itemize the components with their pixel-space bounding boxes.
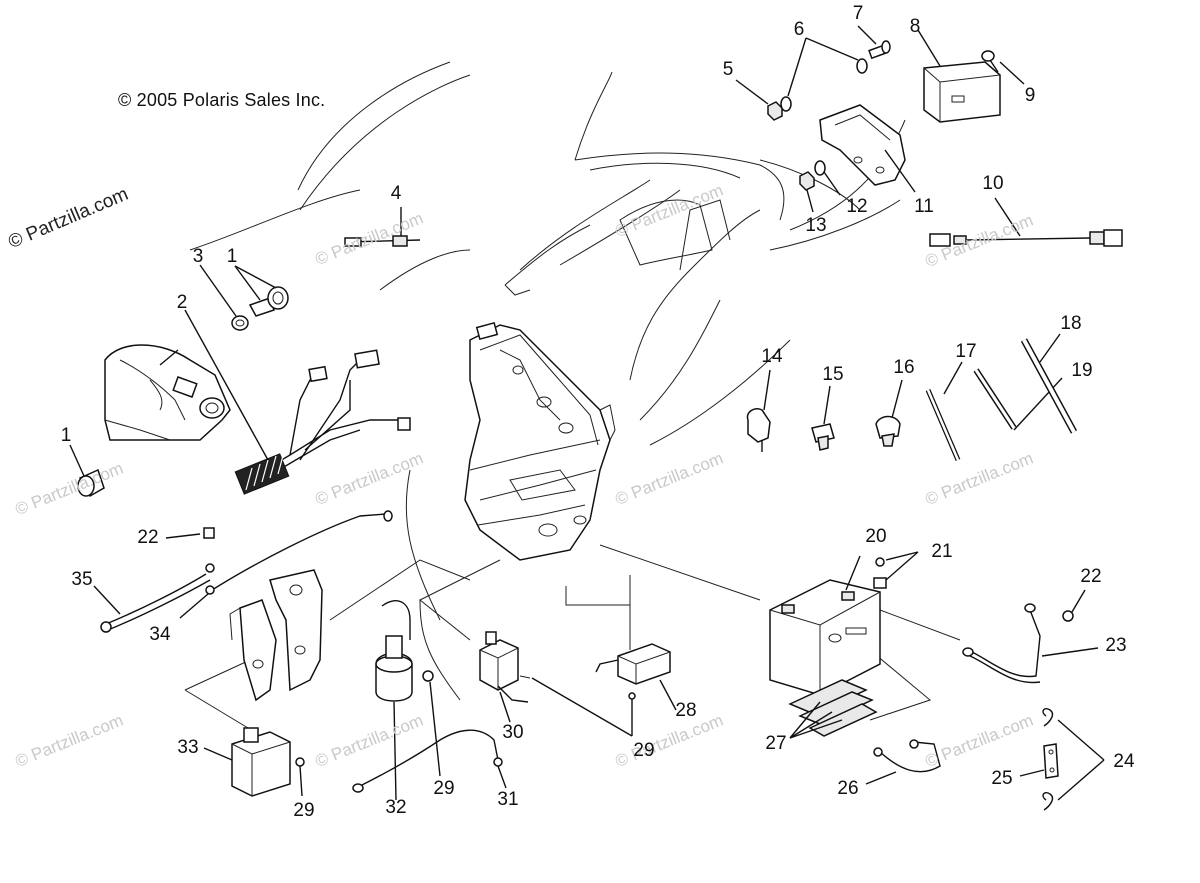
callout-32: 32 (385, 797, 407, 818)
cable-23 (962, 603, 1099, 684)
part-4-wire (344, 207, 421, 247)
nut-13 (799, 171, 815, 213)
screw-9 (981, 50, 1025, 85)
frame (464, 321, 616, 561)
callout-27: 27 (765, 733, 787, 754)
callout-30: 30 (502, 722, 524, 743)
washer-12 (814, 160, 841, 196)
callout-18: 18 (1060, 313, 1082, 334)
callout-29: 29 (633, 740, 655, 761)
bolt-7 (857, 25, 891, 60)
module-28 (595, 643, 677, 711)
callout-24: 24 (1113, 751, 1135, 772)
screw-22-left (165, 527, 215, 539)
callout-29: 29 (293, 800, 315, 821)
callout-17: 17 (955, 341, 977, 362)
headlight-housing (104, 344, 231, 441)
callout-29: 29 (433, 778, 455, 799)
callout-22: 22 (137, 527, 159, 548)
callout-13: 13 (805, 215, 827, 236)
taillight-8 (917, 29, 1001, 123)
callout-8: 8 (909, 16, 921, 37)
coil-32 (375, 600, 413, 801)
callout-21: 21 (931, 541, 953, 562)
callout-1: 1 (60, 425, 72, 446)
copyright-notice: © 2005 Polaris Sales Inc. (118, 90, 326, 110)
part-14-clip (746, 369, 771, 452)
cable-35 (93, 563, 215, 633)
callout-14: 14 (761, 346, 783, 367)
callout-3: 3 (192, 246, 204, 267)
fastener-5 (735, 79, 783, 121)
callout-6: 6 (793, 19, 805, 40)
bracket-11 (819, 104, 916, 193)
callout-28: 28 (675, 700, 697, 721)
callout-10: 10 (982, 173, 1004, 194)
callout-2: 2 (176, 292, 188, 313)
callout-22: 22 (1080, 566, 1102, 587)
strap-18 (1020, 333, 1078, 434)
cable-26 (865, 739, 941, 785)
callout-12: 12 (846, 196, 868, 217)
hooks-24 (1042, 707, 1105, 811)
callout-11: 11 (914, 196, 934, 217)
callout-16: 16 (893, 357, 915, 378)
callout-26: 26 (837, 778, 859, 799)
callout-7: 7 (852, 3, 864, 24)
callout-33: 33 (177, 737, 199, 758)
leader-lines (184, 544, 961, 729)
part-2-harness (184, 309, 411, 495)
mount-bracket (229, 569, 323, 702)
callout-19: 19 (1071, 360, 1093, 381)
callout-31: 31 (497, 789, 519, 810)
plate-25 (1019, 743, 1059, 779)
callout-15: 15 (822, 364, 844, 385)
relay-30 (479, 631, 529, 723)
callout-34: 34 (149, 624, 171, 645)
strap-19 (973, 368, 1063, 431)
part-1-bulb-left (69, 444, 105, 498)
callout-9: 9 (1024, 85, 1036, 106)
screws-29 (295, 670, 636, 797)
callout-35: 35 (71, 569, 93, 590)
callout-20: 20 (865, 526, 887, 547)
body-outline (189, 61, 906, 701)
cable-34 (179, 510, 393, 619)
callout-1: 1 (226, 246, 238, 267)
callout-4: 4 (390, 183, 402, 204)
part-16-clip (875, 379, 903, 447)
terminal-21 (873, 551, 919, 589)
callout-25: 25 (991, 768, 1013, 789)
battery-20 (769, 555, 881, 696)
cdi-33 (203, 727, 291, 797)
screw-22-right (1062, 589, 1086, 622)
washer-6 (780, 37, 868, 112)
harness-10 (929, 197, 1123, 247)
cable-31 (352, 729, 507, 793)
callout-23: 23 (1105, 635, 1127, 656)
pads-27 (788, 679, 878, 739)
callout-5: 5 (722, 59, 734, 80)
part-1-socket (234, 265, 289, 317)
part-3-grommet (199, 264, 249, 331)
part-15-clip (811, 385, 835, 451)
strap-17 (925, 361, 963, 461)
